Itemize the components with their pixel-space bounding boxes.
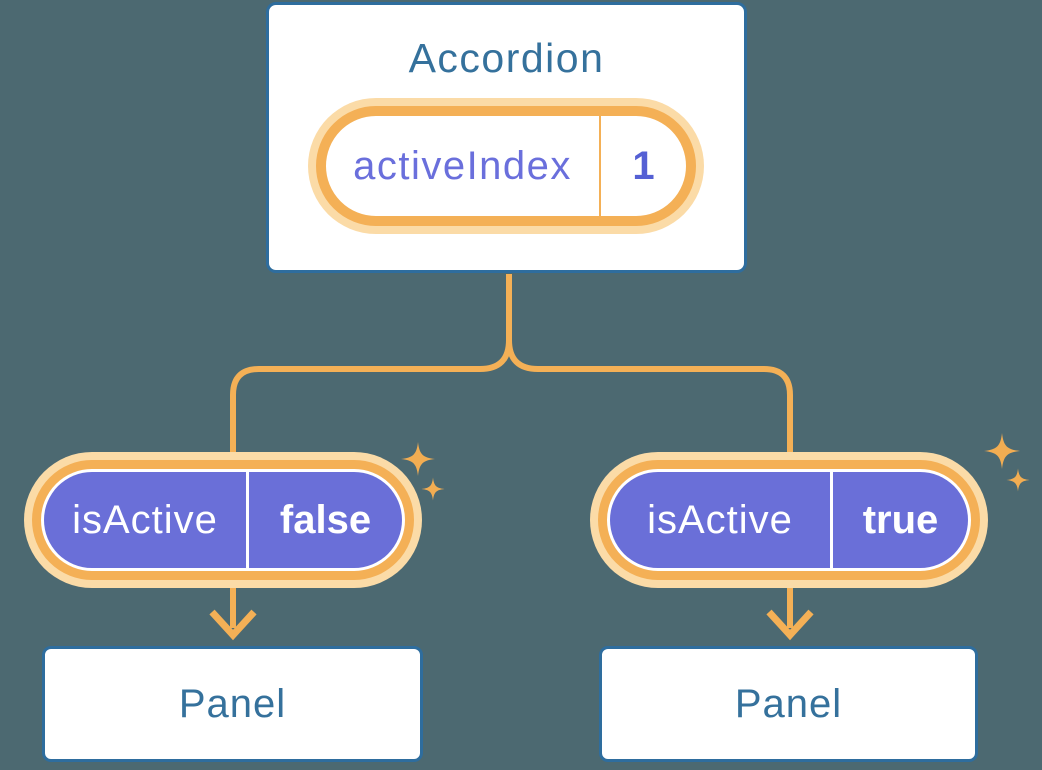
panel-label: Panel [178, 681, 287, 726]
prop-value-label: true [862, 497, 939, 542]
connector-right-branch [506, 274, 793, 628]
state-pill-active-index: activeIndex 1 [316, 106, 696, 226]
panel-label: Panel [734, 681, 843, 726]
prop-name-label: isActive [72, 497, 218, 542]
panel-card-right: Panel [599, 646, 978, 762]
pill-divider [246, 472, 249, 568]
arrow-down-icon [766, 609, 814, 641]
state-value-label: 1 [632, 143, 655, 188]
sparkle-icon [984, 433, 1030, 492]
panel-card-left: Panel [42, 646, 423, 762]
state-name-label: activeIndex [353, 143, 572, 188]
prop-pill-right: isActive true [598, 460, 980, 580]
prop-value-label: false [279, 497, 372, 542]
prop-name-label: isActive [647, 497, 793, 542]
accordion-title: Accordion [408, 35, 605, 81]
sparkle-icon [401, 442, 445, 501]
pill-divider [830, 472, 833, 568]
prop-pill-left: isActive false [32, 460, 414, 580]
arrow-down-icon [209, 609, 257, 641]
pill-divider [599, 116, 601, 216]
